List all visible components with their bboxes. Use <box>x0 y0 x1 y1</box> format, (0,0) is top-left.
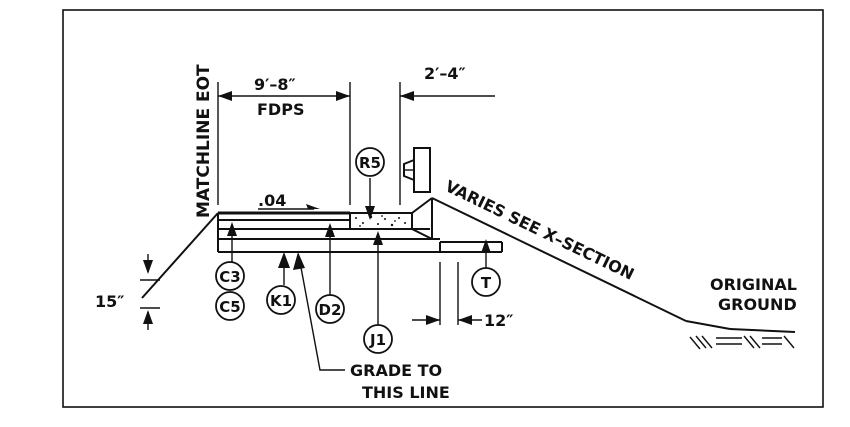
dimension-width-label: 9′–8″ <box>254 75 296 94</box>
callout-k1-label: K1 <box>270 292 292 310</box>
ground-hatch-symbol <box>689 335 795 350</box>
dimension-offset-label: 2′–4″ <box>424 64 466 83</box>
callout-t: T <box>471 267 501 297</box>
dimension-width-sublabel: FDPS <box>257 100 304 119</box>
callout-k1: K1 <box>266 285 296 315</box>
callout-c3-label: C3 <box>219 268 240 286</box>
grade-label-2: THIS LINE <box>362 383 450 402</box>
callout-j1-label: J1 <box>369 331 386 349</box>
leader-lines <box>227 178 491 371</box>
callout-c5-label: C5 <box>219 298 240 316</box>
original-ground-label-1: ORIGINAL <box>710 275 797 294</box>
dimension-width <box>217 82 351 205</box>
callout-t-label: T <box>481 274 492 292</box>
grade-label-1: GRADE TO <box>350 361 442 380</box>
callout-c5: C5 <box>215 291 245 321</box>
callout-r5: R5 <box>355 147 385 177</box>
embankment-slope <box>141 197 796 333</box>
callout-d2: D2 <box>315 294 345 324</box>
varies-label: VARIES SEE X–SECTION <box>442 176 637 283</box>
matchline-label: MATCHLINE EOT <box>194 64 214 218</box>
drawing-border <box>62 9 824 408</box>
callout-c3: C3 <box>215 261 245 291</box>
dimension-offset <box>399 82 495 205</box>
dimension-twelve <box>412 262 482 325</box>
pavement-section <box>217 147 503 253</box>
dimension-depth-label: 15″ <box>95 292 124 311</box>
callout-d2-label: D2 <box>319 301 342 319</box>
dimension-twelve-label: 12″ <box>484 311 513 330</box>
callout-r5-label: R5 <box>359 154 381 172</box>
original-ground-label-2: GROUND <box>718 295 797 314</box>
callout-j1: J1 <box>363 324 393 354</box>
dimension-depth <box>140 254 160 330</box>
slope-label: .04 <box>258 191 286 210</box>
